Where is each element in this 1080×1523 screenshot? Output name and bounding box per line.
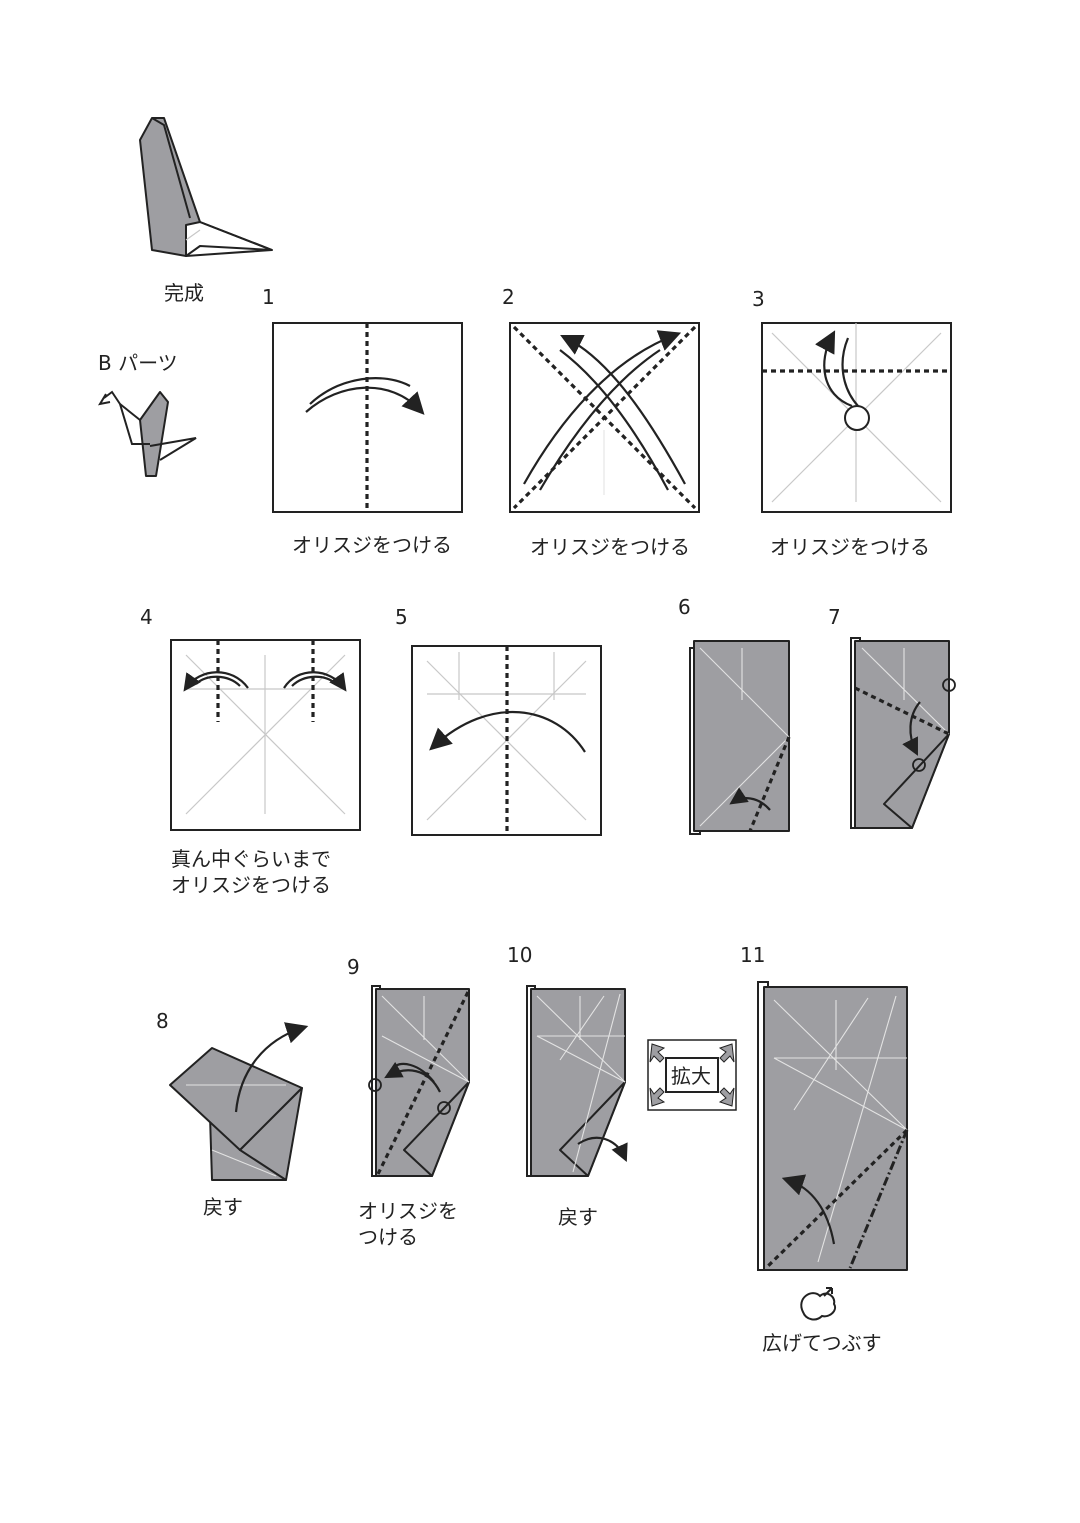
- part-b-figure: [97, 390, 197, 477]
- step-2-caption: オリスジをつける: [530, 535, 690, 559]
- step-11-number: 11: [740, 943, 765, 967]
- step-9-caption-line1: オリスジを: [358, 1199, 458, 1223]
- step-4-caption-line2: オリスジをつける: [171, 873, 331, 897]
- step-10-figure: [526, 985, 628, 1177]
- step-4-figure: [170, 639, 361, 831]
- step-8-number: 8: [156, 1009, 169, 1033]
- step-5-figure: [411, 645, 602, 836]
- part-b-label: B パーツ: [98, 351, 178, 375]
- step-2-number: 2: [502, 285, 515, 309]
- step-4-caption-line1: 真ん中ぐらいまで: [171, 847, 331, 871]
- step-3-figure: [761, 322, 952, 513]
- step-5-number: 5: [395, 605, 408, 629]
- step-9-figure: [368, 985, 470, 1177]
- step-8-caption: 戻す: [203, 1195, 243, 1219]
- step-10-caption: 戻す: [558, 1205, 598, 1229]
- step-7-number: 7: [828, 605, 841, 629]
- step-6-figure: [689, 640, 791, 835]
- step-7-figure: [850, 637, 956, 829]
- finished-label: 完成: [164, 281, 204, 305]
- step-6-number: 6: [678, 595, 691, 619]
- step-4-number: 4: [140, 605, 153, 629]
- step-3-number: 3: [752, 287, 765, 311]
- step-3-caption: オリスジをつける: [770, 535, 930, 559]
- step-9-number: 9: [347, 955, 360, 979]
- step-11-caption: 広げてつぶす: [762, 1331, 882, 1355]
- step-11-figure: [757, 981, 909, 1271]
- step-2-figure: [509, 322, 700, 513]
- step-1-number: 1: [262, 285, 275, 309]
- zoom-label: 拡大: [671, 1064, 711, 1088]
- zoom-badge: [647, 1039, 737, 1111]
- step-10-number: 10: [507, 943, 532, 967]
- squash-hand-icon: [800, 1287, 836, 1321]
- step-9-caption-line2: つける: [358, 1225, 418, 1249]
- finished-model-figure: [139, 117, 273, 257]
- step-8-figure: [169, 1022, 309, 1181]
- step-1-figure: [272, 322, 463, 513]
- step-1-caption: オリスジをつける: [292, 533, 452, 557]
